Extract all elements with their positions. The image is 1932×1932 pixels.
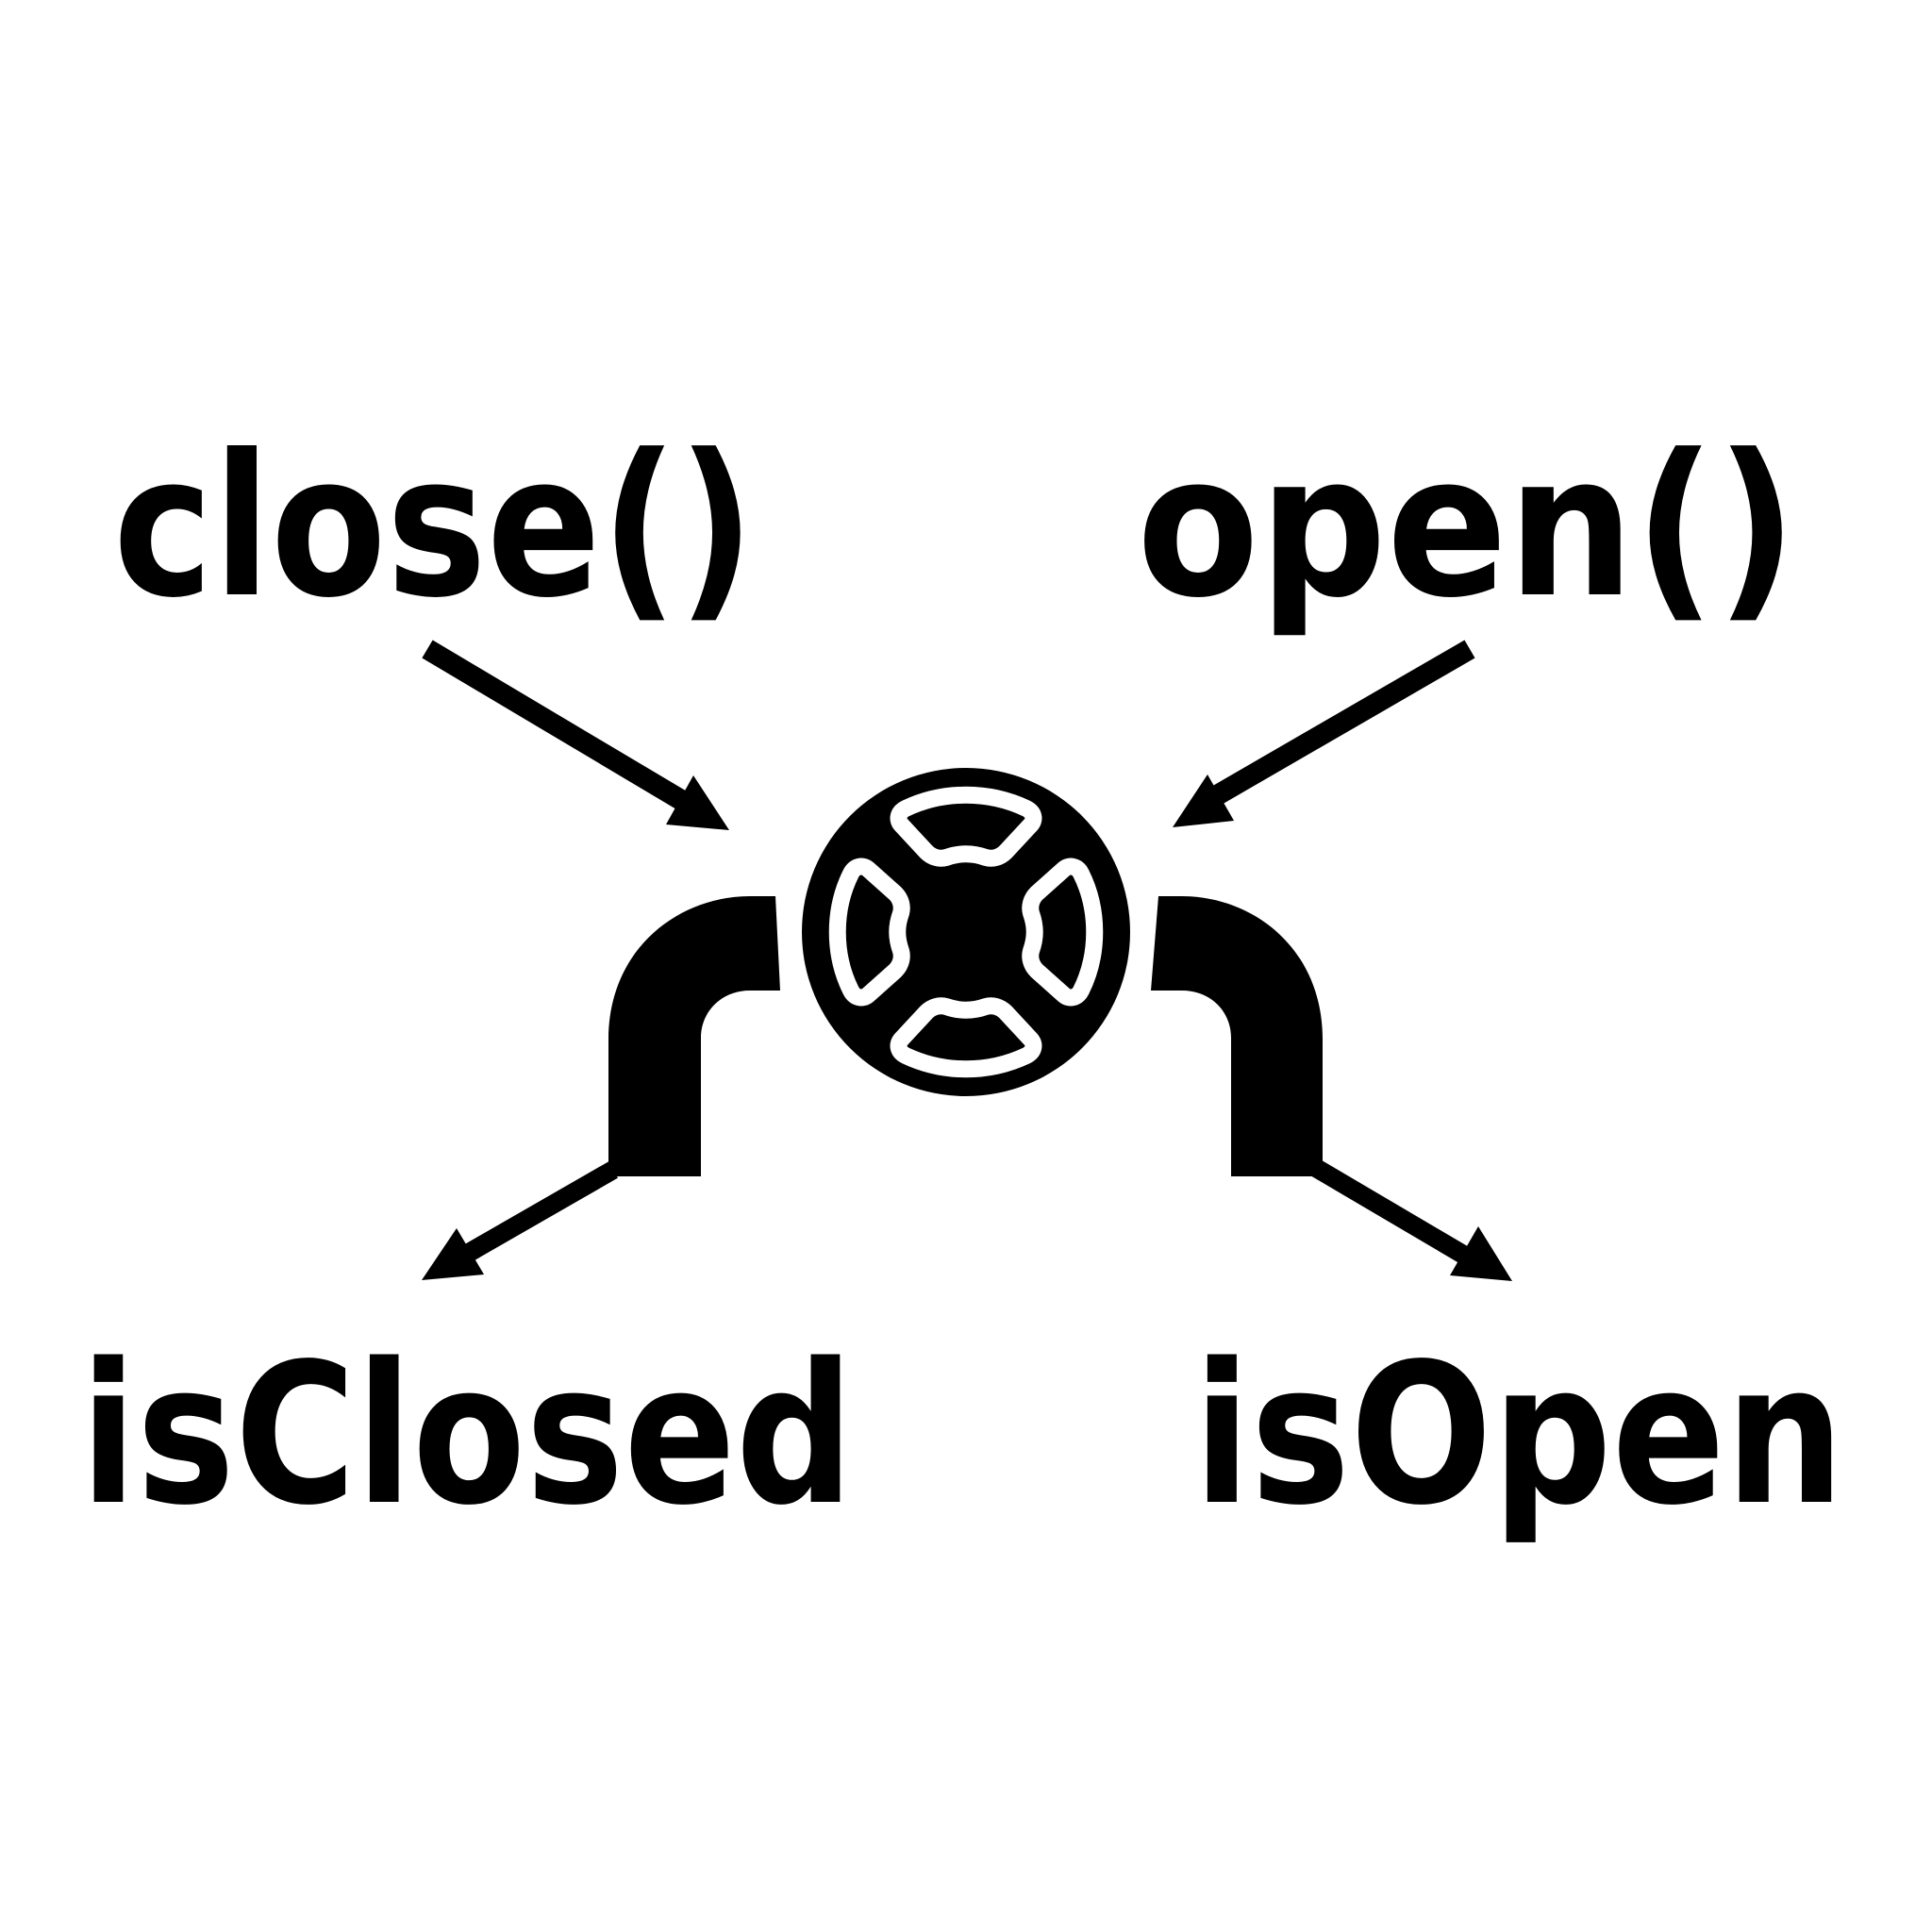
valve-wheel-icon bbox=[802, 768, 1130, 1096]
is-closed-state-label: isClosed bbox=[80, 1322, 854, 1548]
arrow-open-to-valve-icon bbox=[1173, 640, 1475, 827]
arrow-to-is-closed-icon bbox=[422, 1161, 618, 1280]
open-method-label: open() bbox=[1137, 413, 1797, 641]
arrow-to-is-open-icon bbox=[1310, 1159, 1512, 1281]
right-pipe-elbow-icon bbox=[1151, 896, 1323, 1176]
arrow-close-to-valve-icon bbox=[422, 640, 729, 830]
left-pipe-elbow-icon bbox=[608, 896, 780, 1176]
close-method-label: close() bbox=[113, 413, 755, 641]
is-open-state-label: isOpen bbox=[1193, 1322, 1844, 1548]
